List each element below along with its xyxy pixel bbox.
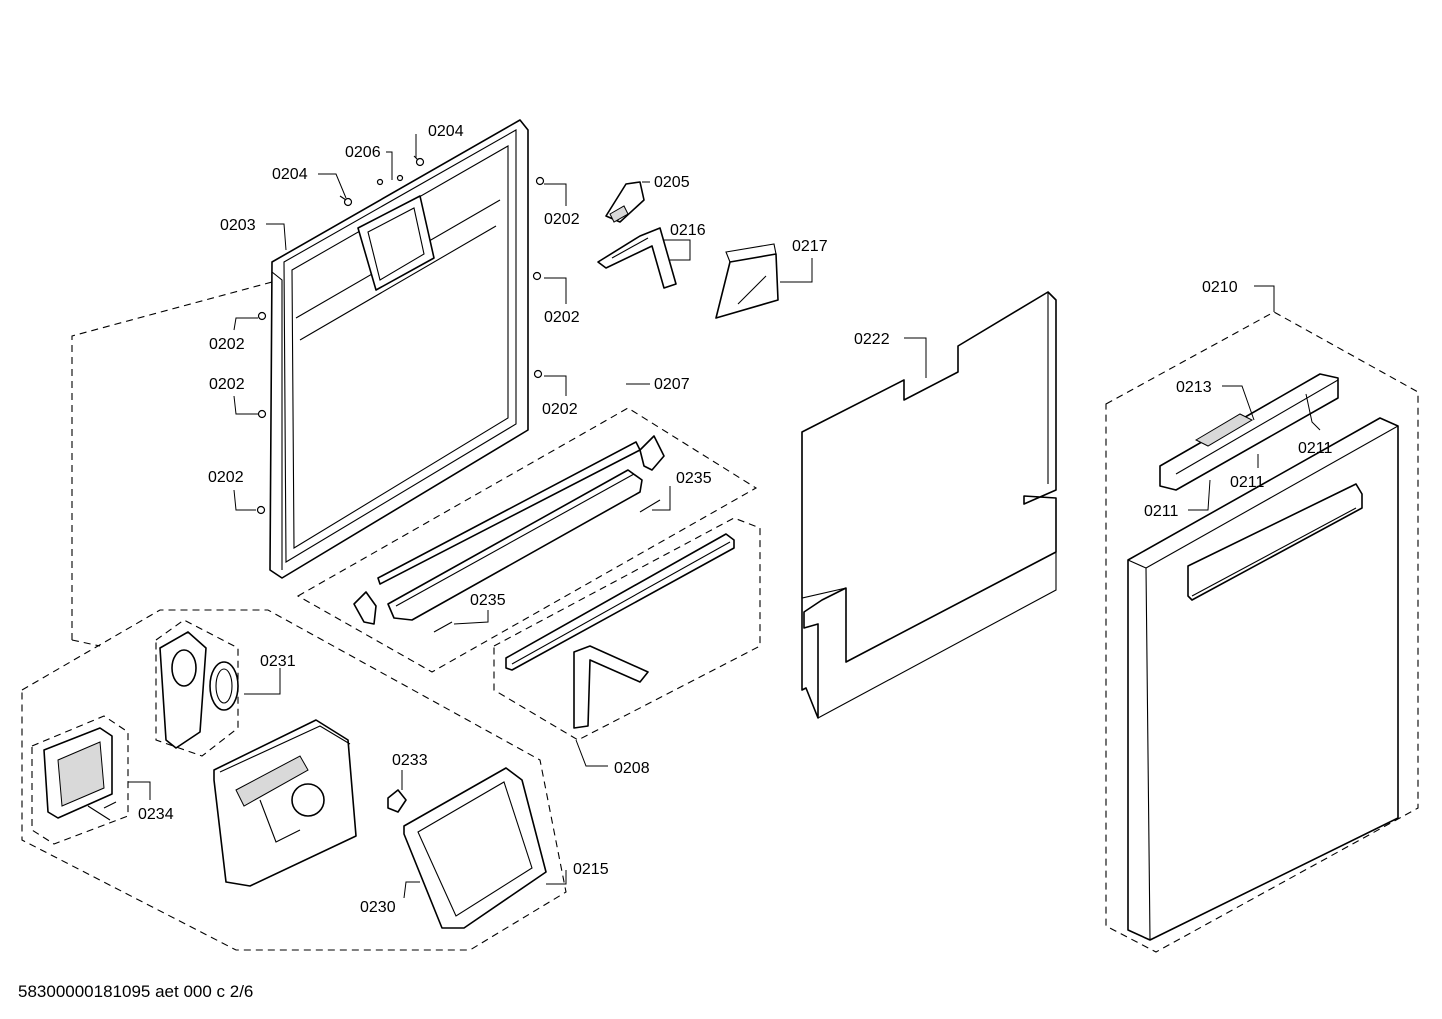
part-dispenser-housing bbox=[213, 719, 357, 887]
group-0210-outline bbox=[1105, 311, 1419, 953]
label-0202-left-1: 0202 bbox=[209, 336, 245, 353]
label-0202-right-3: 0202 bbox=[542, 401, 578, 418]
label-0204-top: 0204 bbox=[428, 123, 464, 140]
group-0215-leader-b bbox=[71, 639, 101, 647]
group-0215-leader bbox=[71, 281, 273, 640]
part-0205 bbox=[605, 181, 645, 223]
label-0204-left: 0204 bbox=[272, 166, 308, 183]
part-0216 bbox=[597, 227, 677, 289]
group-0208-outline bbox=[493, 517, 761, 741]
label-0208: 0208 bbox=[614, 760, 650, 777]
group-0234-outline bbox=[31, 715, 129, 845]
label-0202-right-2: 0202 bbox=[544, 309, 580, 326]
part-0213-handle-strip bbox=[1159, 373, 1339, 491]
label-0202-left-3: 0202 bbox=[208, 469, 244, 486]
part-0222-insulation bbox=[801, 291, 1057, 719]
part-0233-clip bbox=[387, 789, 407, 813]
screws bbox=[256, 155, 545, 515]
label-0202-right-1: 0202 bbox=[544, 211, 580, 228]
label-0235-left: 0235 bbox=[470, 592, 506, 609]
label-0216: 0216 bbox=[670, 222, 706, 239]
label-0222: 0222 bbox=[854, 331, 890, 348]
inner-door-panel bbox=[269, 119, 529, 579]
part-0230-frame bbox=[403, 767, 547, 929]
label-0211-left: 0211 bbox=[1144, 503, 1179, 520]
label-0233: 0233 bbox=[392, 752, 428, 769]
label-0215: 0215 bbox=[573, 861, 609, 878]
label-0235-right: 0235 bbox=[676, 470, 712, 487]
label-0202-left-2: 0202 bbox=[209, 376, 245, 393]
label-0234: 0234 bbox=[138, 806, 174, 823]
label-0205: 0205 bbox=[654, 174, 690, 191]
part-0210-outer-door bbox=[1127, 417, 1399, 941]
part-0234-module bbox=[43, 727, 117, 821]
part-0207-strip bbox=[353, 435, 665, 633]
part-0217 bbox=[715, 243, 779, 319]
label-0230: 0230 bbox=[360, 899, 396, 916]
label-0206: 0206 bbox=[345, 144, 381, 161]
label-0211-right: 0211 bbox=[1298, 440, 1333, 457]
label-0217: 0217 bbox=[792, 238, 828, 255]
part-labels: 0204 0206 0204 0203 0202 0202 0202 0202 … bbox=[138, 123, 1333, 916]
group-0215-outline bbox=[21, 609, 567, 951]
label-0213: 0213 bbox=[1176, 379, 1212, 396]
group-0207-outline bbox=[296, 407, 758, 673]
label-0210: 0210 bbox=[1202, 279, 1238, 296]
label-0207: 0207 bbox=[654, 376, 690, 393]
part-0208-rail bbox=[505, 533, 735, 729]
group-0231-outline bbox=[155, 619, 239, 757]
part-0231-seal bbox=[159, 631, 239, 749]
label-0231: 0231 bbox=[260, 653, 296, 670]
label-0203: 0203 bbox=[220, 217, 256, 234]
drawing-reference-footer: 58300000181095 aet 000 c 2/6 bbox=[18, 982, 254, 1001]
label-0211-mid: 0211 bbox=[1230, 474, 1265, 491]
leader-lines bbox=[128, 134, 1321, 899]
